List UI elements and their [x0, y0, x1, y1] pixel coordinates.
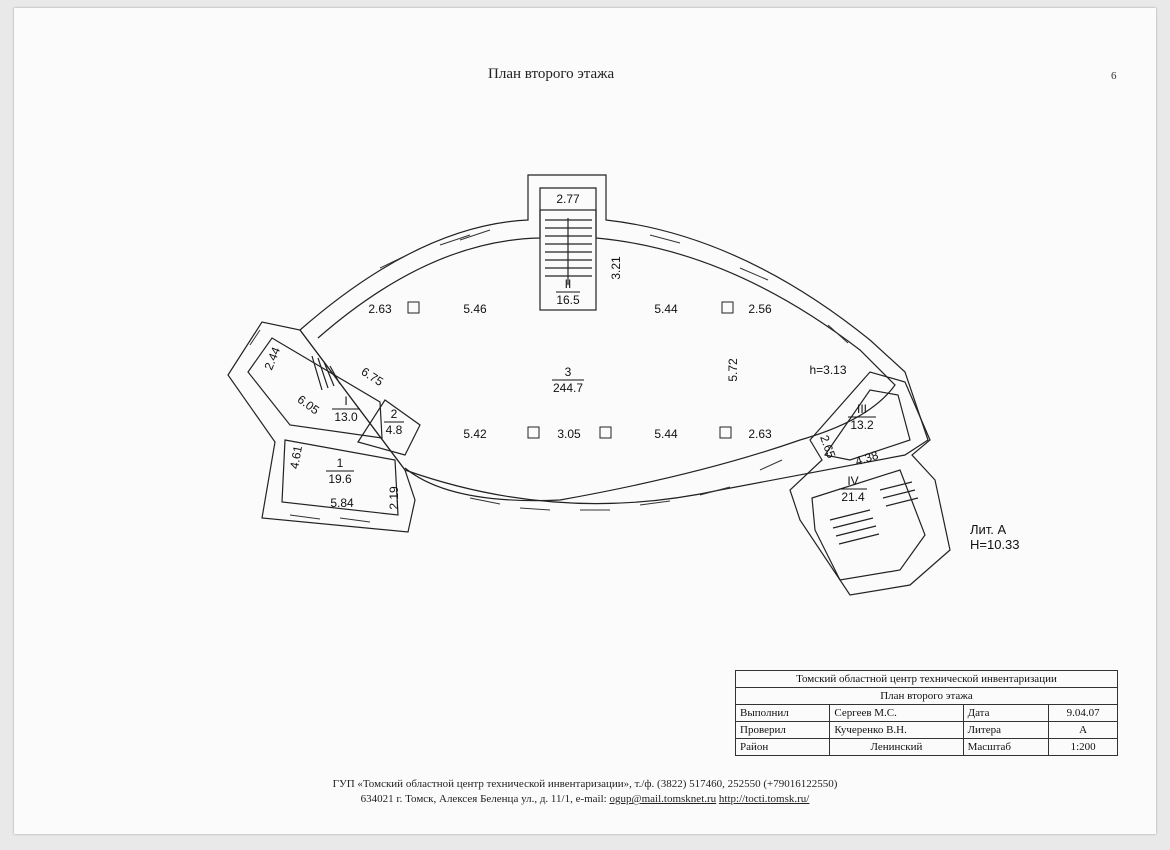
room-III-area: 13.2: [850, 418, 874, 432]
room-3-area: 244.7: [553, 381, 583, 395]
right-wing-wall: [789, 371, 951, 596]
left-wing-wall: [227, 321, 416, 533]
column: [719, 426, 732, 439]
footer-site-link[interactable]: http://tocti.tomsk.ru/: [718, 793, 810, 805]
room-2-wall: [357, 399, 421, 456]
dim-5-46: 5.46: [463, 302, 487, 316]
litera-value: А: [1048, 721, 1118, 739]
date-label: Дата: [962, 704, 1050, 722]
dim-4-61: 4.61: [287, 444, 305, 470]
dim-4-38: 4.38: [853, 448, 880, 469]
hall-inner-wall: [317, 187, 896, 502]
room-IV-number: IV: [847, 474, 858, 488]
dim-5-42: 5.42: [463, 427, 487, 441]
dim-2-63-top: 2.63: [368, 302, 392, 316]
column: [599, 426, 612, 439]
room-3-number: 3: [565, 365, 572, 379]
dim-5-44-top: 5.44: [654, 302, 678, 316]
lit-label: Лит. А Н=10.33: [970, 522, 1020, 552]
hall-outer-wall: [299, 174, 929, 505]
room-1-area: 19.6: [328, 472, 352, 486]
room-2-area: 4.8: [386, 423, 403, 437]
footer-email-link[interactable]: ogup@mail.tomsknet.ru: [609, 793, 717, 805]
lit-letter: Лит. А: [970, 522, 1007, 537]
dim-5-84: 5.84: [330, 496, 354, 510]
checked-name: Кучеренко В.Н.: [829, 721, 964, 739]
district-value: Ленинский: [829, 738, 964, 756]
title-block-doc: План второго этажа: [735, 687, 1118, 705]
stair-2-steps: [545, 218, 592, 285]
column: [527, 426, 540, 439]
left-wing-inner: [247, 337, 399, 516]
page-title: План второго этажа: [488, 66, 615, 82]
stair-2-box: [539, 209, 597, 311]
column: [721, 301, 734, 314]
room-II-number: II: [565, 277, 572, 291]
dim-6-05: 6.05: [295, 392, 322, 417]
title-block: Томский областной центр технической инве…: [734, 670, 1118, 756]
title-block-org: Томский областной центр технической инве…: [735, 670, 1118, 688]
right-wing-inner: [811, 389, 926, 581]
lit-height: Н=10.33: [970, 537, 1020, 552]
dim-2-56: 2.56: [748, 302, 772, 316]
dim-2-63-bottom: 2.63: [748, 427, 772, 441]
scale-label: Масштаб: [962, 738, 1050, 756]
stair-1-steps: [311, 355, 341, 391]
dim-5-72: 5.72: [726, 358, 740, 382]
performed-name: Сергеев М.С.: [829, 704, 964, 722]
room-IV-area: 21.4: [841, 490, 865, 504]
footer-line-2: 634021 г. Томск, Алексея Беленца ул., д.…: [0, 793, 1170, 805]
date-value: 9.04.07: [1048, 704, 1118, 722]
column: [407, 301, 420, 314]
scale-value: 1:200: [1048, 738, 1118, 756]
dim-6-75: 6.75: [359, 364, 386, 389]
room-2-number: 2: [391, 407, 398, 421]
performed-label: Выполнил: [734, 704, 831, 722]
room-I-area: 13.0: [334, 410, 358, 424]
dim-5-44-bottom: 5.44: [654, 427, 678, 441]
room-II-area: 16.5: [556, 293, 580, 307]
ceiling-height: h=3.13: [809, 363, 846, 377]
footer-address: 634021 г. Томск, Алексея Беленца ул., д.…: [360, 793, 607, 805]
dim-2-77: 2.77: [556, 192, 580, 206]
district-label: Район: [734, 738, 831, 756]
footer-line-1: ГУП «Томский областной центр технической…: [332, 778, 838, 790]
litera-label: Литера: [962, 721, 1050, 739]
checked-label: Проверил: [734, 721, 831, 739]
room-I-number: I: [344, 394, 347, 408]
dim-3-21: 3.21: [609, 256, 623, 280]
dim-3-05: 3.05: [557, 427, 581, 441]
stair-4-steps: [829, 481, 919, 545]
room-1-number: 1: [337, 456, 344, 470]
room-III-number: III: [857, 402, 867, 416]
window-marks: [249, 229, 849, 523]
dim-2-19: 2.19: [387, 486, 401, 510]
page-number: 6: [1111, 70, 1117, 82]
